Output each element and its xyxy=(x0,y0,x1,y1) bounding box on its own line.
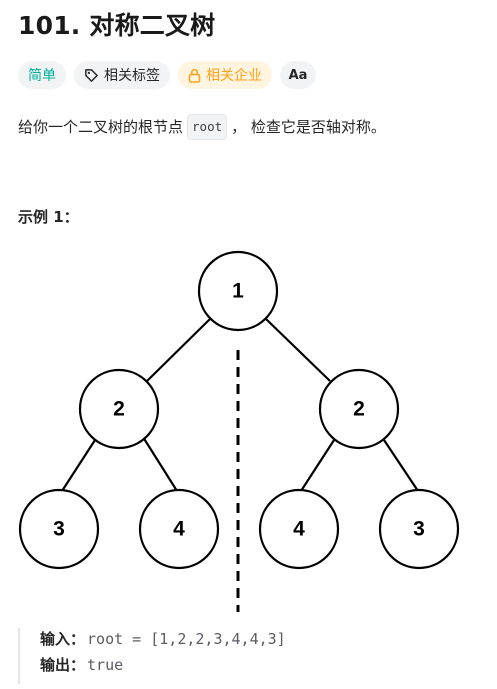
tree-node-label: 2 xyxy=(113,398,125,421)
output-row: 输出： true xyxy=(40,654,286,680)
output-value: true xyxy=(87,656,124,674)
example-io-block: 输入： root = [1,2,2,3,4,4,3] 输出： true xyxy=(18,628,286,684)
problem-title: 101. 对称二叉树 xyxy=(18,11,216,40)
tree-node-label: 4 xyxy=(173,518,185,541)
tree-edge xyxy=(300,436,337,492)
companies-tag-button[interactable]: 相关企业 xyxy=(178,61,272,89)
symmetric-tree-diagram: 1 2 2 3 4 4 3 xyxy=(18,250,460,612)
tree-node-label: 3 xyxy=(413,518,425,541)
example-title: 示例 1： xyxy=(18,208,79,226)
tree-edge xyxy=(61,436,98,492)
tree-edge xyxy=(146,318,211,382)
lock-icon xyxy=(188,68,201,83)
tree-node xyxy=(318,368,400,450)
tree-edge xyxy=(142,436,178,492)
description-text-after: ， 检查它是否轴对称。 xyxy=(231,118,386,136)
difficulty-tag[interactable]: 简单 xyxy=(18,61,66,89)
inline-code-root: root xyxy=(187,114,228,140)
tree-node xyxy=(258,488,340,570)
tree-edge xyxy=(265,318,331,382)
tree-node-label: 3 xyxy=(53,518,65,541)
description-text-before: 给你一个二叉树的根节点 xyxy=(18,118,184,136)
tree-edge xyxy=(381,436,419,492)
tree-node-label: 4 xyxy=(293,518,305,541)
tree-node xyxy=(78,368,160,450)
output-label: 输出： xyxy=(40,656,86,674)
tag-bar: 简单 相关标签 相关企业 Aa xyxy=(18,61,316,89)
problem-description: 给你一个二叉树的根节点 root ， 检查它是否轴对称。 xyxy=(18,114,386,140)
tree-node xyxy=(378,488,460,570)
companies-tag-label: 相关企业 xyxy=(206,68,262,84)
tag-icon xyxy=(84,68,99,83)
tree-node xyxy=(138,488,220,570)
font-toggle-icon: Aa xyxy=(288,67,308,83)
font-toggle-button[interactable]: Aa xyxy=(280,61,316,89)
input-row: 输入： root = [1,2,2,3,4,4,3] xyxy=(40,628,286,654)
tree-node xyxy=(197,250,279,332)
tree-node-label: 1 xyxy=(232,280,244,303)
tree-node xyxy=(18,488,100,570)
input-value: root = [1,2,2,3,4,4,3] xyxy=(87,630,286,648)
topics-tag-label: 相关标签 xyxy=(104,68,160,84)
tree-node-label: 2 xyxy=(353,398,365,421)
topics-tag-button[interactable]: 相关标签 xyxy=(74,61,170,89)
input-label: 输入： xyxy=(40,630,86,648)
